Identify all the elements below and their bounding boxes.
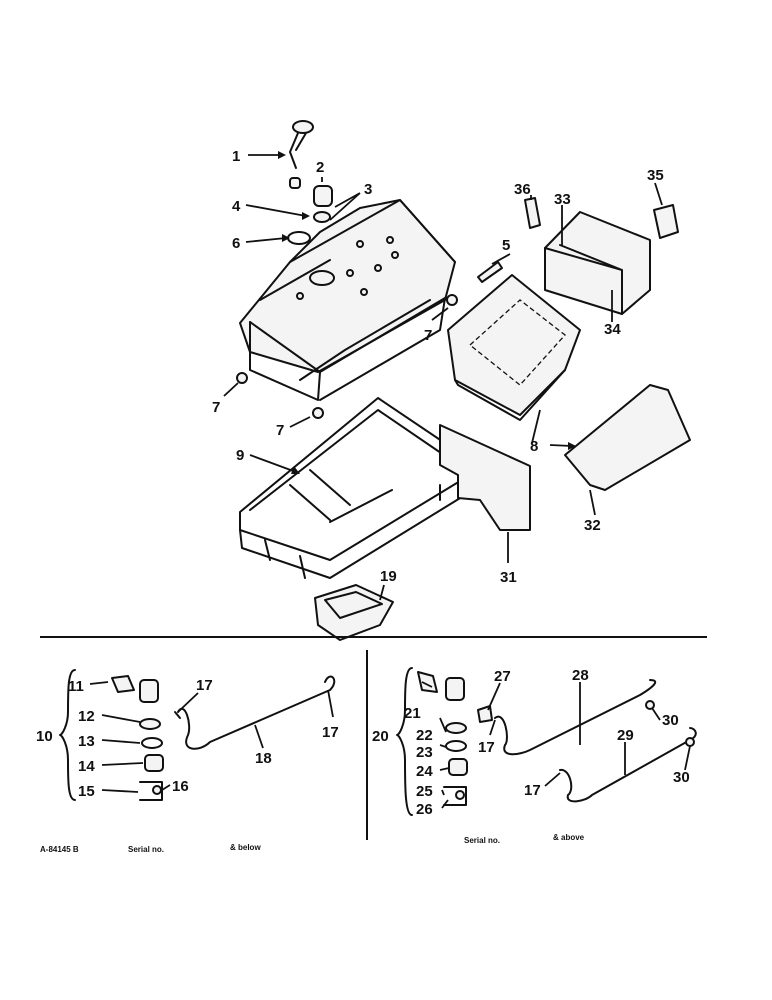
caption-left-range: & below: [230, 843, 261, 852]
callout-21: 21: [404, 705, 421, 722]
callout-30: 30: [662, 712, 679, 729]
callout-29: 29: [617, 727, 634, 744]
callout-20: 20: [372, 728, 389, 745]
part-fitting: [685, 737, 695, 747]
part-fuel-cap: [313, 185, 333, 223]
callout-17: 17: [322, 724, 339, 741]
callout-14: 14: [78, 758, 95, 775]
leader-lines: [89, 151, 691, 809]
callout-25: 25: [416, 783, 433, 800]
callout-19: 19: [380, 568, 397, 585]
callout-36: 36: [514, 181, 531, 198]
part-strainer-left: [111, 675, 164, 801]
part-bracket: [653, 204, 679, 239]
callout-4: 4: [232, 198, 241, 215]
callout-31: 31: [500, 569, 517, 586]
callout-18: 18: [255, 750, 272, 767]
callout-6: 6: [232, 235, 240, 252]
part-sediment-pan: [314, 584, 394, 641]
part-seat-support: [447, 274, 581, 421]
callout-17: 17: [478, 739, 495, 756]
callout-26: 26: [416, 801, 433, 818]
part-fitting: [645, 700, 655, 710]
captions: A-84145 B Serial no. & below Serial no. …: [40, 833, 585, 854]
part-grommet: [236, 372, 248, 384]
part-fuel-gauge: [289, 120, 314, 189]
callout-23: 23: [416, 744, 433, 761]
callout-8: 8: [530, 438, 538, 455]
callout-7: 7: [212, 399, 220, 416]
part-pin: [477, 261, 503, 283]
brace-assembly-20: [396, 667, 413, 816]
callout-1: 1: [232, 148, 240, 165]
part-side-shield: [439, 424, 531, 531]
caption-right-serial: Serial no.: [464, 836, 500, 845]
callout-9: 9: [236, 447, 244, 464]
callout-15: 15: [78, 783, 95, 800]
part-floor-plate: [564, 384, 691, 491]
part-fuel-line-lower: [559, 727, 697, 803]
callout-35: 35: [647, 167, 664, 184]
callout-17: 17: [524, 782, 541, 799]
drawing-number: A-84145 B: [40, 845, 79, 854]
part-grommet: [446, 294, 458, 306]
callout-7: 7: [276, 422, 284, 439]
brace-assembly-10: [59, 669, 76, 801]
callout-12: 12: [78, 708, 95, 725]
callout-7: 7: [424, 327, 432, 344]
callout-11: 11: [68, 678, 84, 695]
callout-22: 22: [416, 727, 433, 744]
caption-left-serial: Serial no.: [128, 845, 164, 854]
part-gasket-ring: [287, 231, 311, 245]
part-fuel-tank: [239, 199, 456, 401]
part-fuel-line-upper: [494, 679, 657, 756]
part-tank-frame: [239, 397, 471, 579]
callout-27: 27: [494, 668, 511, 685]
part-grommet: [312, 407, 324, 419]
callout-10: 10: [36, 728, 53, 745]
callout-labels: 1 2 3 4 5 6 7 7 7 8 9 10 11 12 13 14 15 …: [36, 148, 690, 818]
callout-30: 30: [673, 769, 690, 786]
callout-34: 34: [604, 321, 621, 338]
callout-32: 32: [584, 517, 601, 534]
callout-13: 13: [78, 733, 95, 750]
callout-2: 2: [316, 159, 324, 176]
callout-5: 5: [502, 237, 510, 254]
callout-17: 17: [196, 677, 213, 694]
part-fuel-line-left: [177, 675, 336, 750]
caption-right-range: & above: [553, 833, 585, 842]
callout-33: 33: [554, 191, 571, 208]
callout-24: 24: [416, 763, 433, 780]
callout-28: 28: [572, 667, 589, 684]
callout-3: 3: [364, 181, 372, 198]
part-strainer-right: [417, 671, 493, 806]
callout-16: 16: [172, 778, 189, 795]
part-clip: [524, 197, 541, 229]
part-rear-panel: [544, 211, 651, 315]
